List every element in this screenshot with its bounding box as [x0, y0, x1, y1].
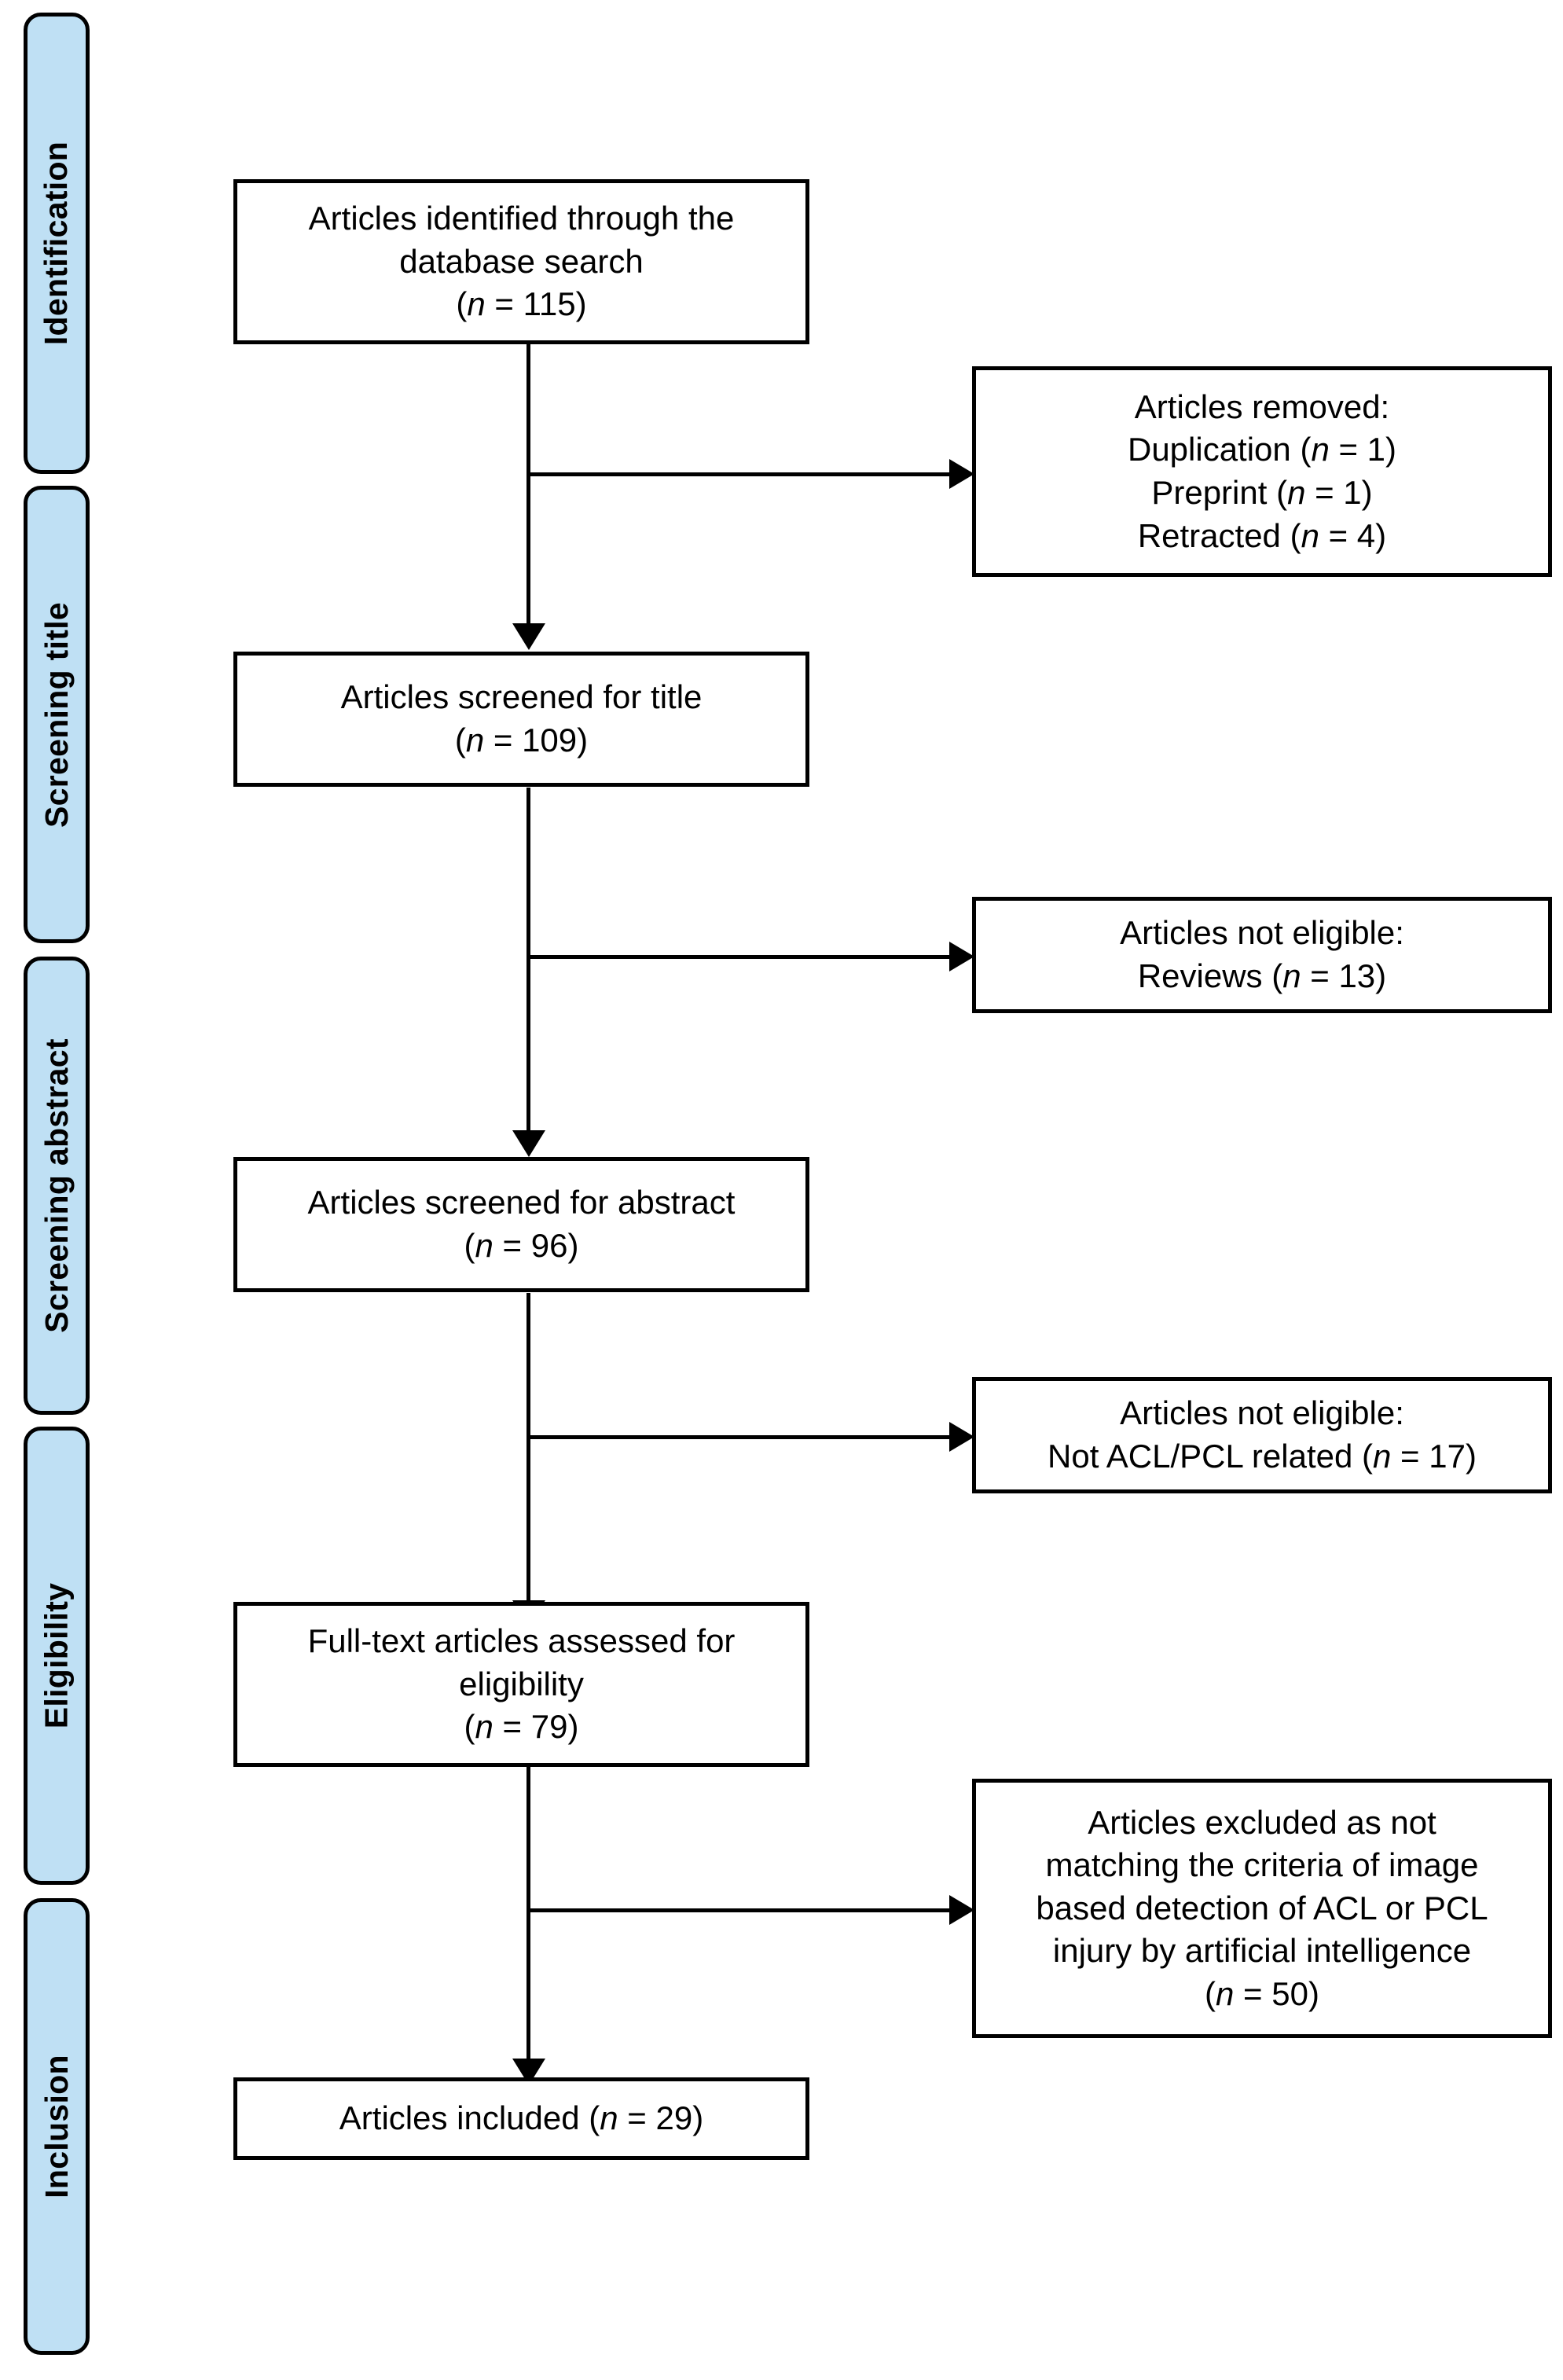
connector-branch-acl-pcl [527, 1435, 952, 1439]
stat-symbol-n: n [1301, 516, 1319, 554]
stat-symbol-n: n [465, 722, 485, 758]
connector-branch-excluded-criteria [527, 1908, 952, 1912]
connector-screened-title-to-screened-abstract [527, 788, 530, 1149]
stage-band-label-eligibility: Eligibility [38, 1582, 75, 1729]
stage-band-identification: Identification [24, 13, 90, 474]
stat-symbol-n: n [1373, 1438, 1392, 1475]
flow-box-not-eligible-reviews: Articles not eligible: Reviews (n = 13) [972, 897, 1552, 1013]
stat-symbol-n: n [1216, 1974, 1235, 2012]
arrow-branch-reviews [949, 942, 974, 971]
stat-symbol-n: n [1287, 474, 1306, 511]
flow-box-screened-title-text: Articles screened for title (n = 109) [340, 678, 703, 758]
stage-band-screening-title: Screening title [24, 486, 90, 943]
stat-symbol-n: n [1311, 431, 1330, 468]
stage-band-label-screening-title: Screening title [38, 601, 75, 828]
connector-screened-abstract-to-full-text [527, 1293, 530, 1623]
arrow-branch-acl-pcl [949, 1422, 974, 1452]
connector-branch-removed [527, 472, 952, 476]
flow-box-included-text: Articles included (n = 29) [339, 2099, 704, 2137]
stage-band-eligibility: Eligibility [24, 1427, 90, 1885]
stat-symbol-n: n [600, 2099, 618, 2137]
stage-band-label-identification: Identification [38, 141, 75, 346]
flow-box-not-eligible-acl-pcl: Articles not eligible: Not ACL/PCL relat… [972, 1377, 1552, 1493]
flow-box-screened-abstract: Articles screened for abstract (n = 96) [233, 1157, 809, 1292]
connector-identified-to-screened-title [527, 343, 530, 642]
stat-symbol-n: n [475, 1708, 493, 1746]
arrow-screened-title-to-screened-abstract [512, 1130, 545, 1157]
flow-box-removed: Articles removed: Duplication (n = 1) Pr… [972, 366, 1552, 577]
stat-symbol-n: n [467, 285, 486, 323]
stat-symbol-n: n [1282, 957, 1301, 994]
arrow-branch-excluded-criteria [949, 1895, 974, 1925]
connector-full-text-to-included [527, 1767, 530, 2081]
flow-box-screened-abstract-text: Articles screened for abstract (n = 96) [307, 1184, 736, 1264]
stage-band-inclusion: Inclusion [24, 1898, 90, 2355]
flow-box-full-text-assessed-text: Full-text articles assessed for eligibil… [307, 1622, 736, 1746]
flow-box-not-eligible-acl-pcl-text: Articles not eligible: Not ACL/PCL relat… [1048, 1394, 1477, 1475]
flow-box-identified: Articles identified through the database… [233, 179, 809, 344]
connector-branch-reviews [527, 955, 952, 959]
flow-box-screened-title: Articles screened for title (n = 109) [233, 652, 809, 787]
flow-box-included: Articles included (n = 29) [233, 2077, 809, 2160]
flow-box-identified-text: Articles identified through the database… [308, 200, 735, 323]
stage-band-screening-abstract: Screening abstract [24, 957, 90, 1415]
stat-symbol-n: n [475, 1227, 493, 1264]
flow-box-excluded-criteria-text: Articles excluded as not matching the cr… [1036, 1803, 1488, 2012]
flow-box-excluded-criteria: Articles excluded as not matching the cr… [972, 1779, 1552, 2038]
stage-band-label-screening-abstract: Screening abstract [38, 1038, 75, 1333]
flow-box-full-text-assessed: Full-text articles assessed for eligibil… [233, 1602, 809, 1767]
stage-band-label-inclusion: Inclusion [38, 2055, 75, 2198]
flow-box-not-eligible-reviews-text: Articles not eligible: Reviews (n = 13) [1120, 914, 1404, 994]
arrow-identified-to-screened-title [512, 623, 545, 650]
flow-box-removed-text: Articles removed: Duplication (n = 1) Pr… [1127, 387, 1397, 554]
arrow-branch-removed [949, 459, 974, 489]
